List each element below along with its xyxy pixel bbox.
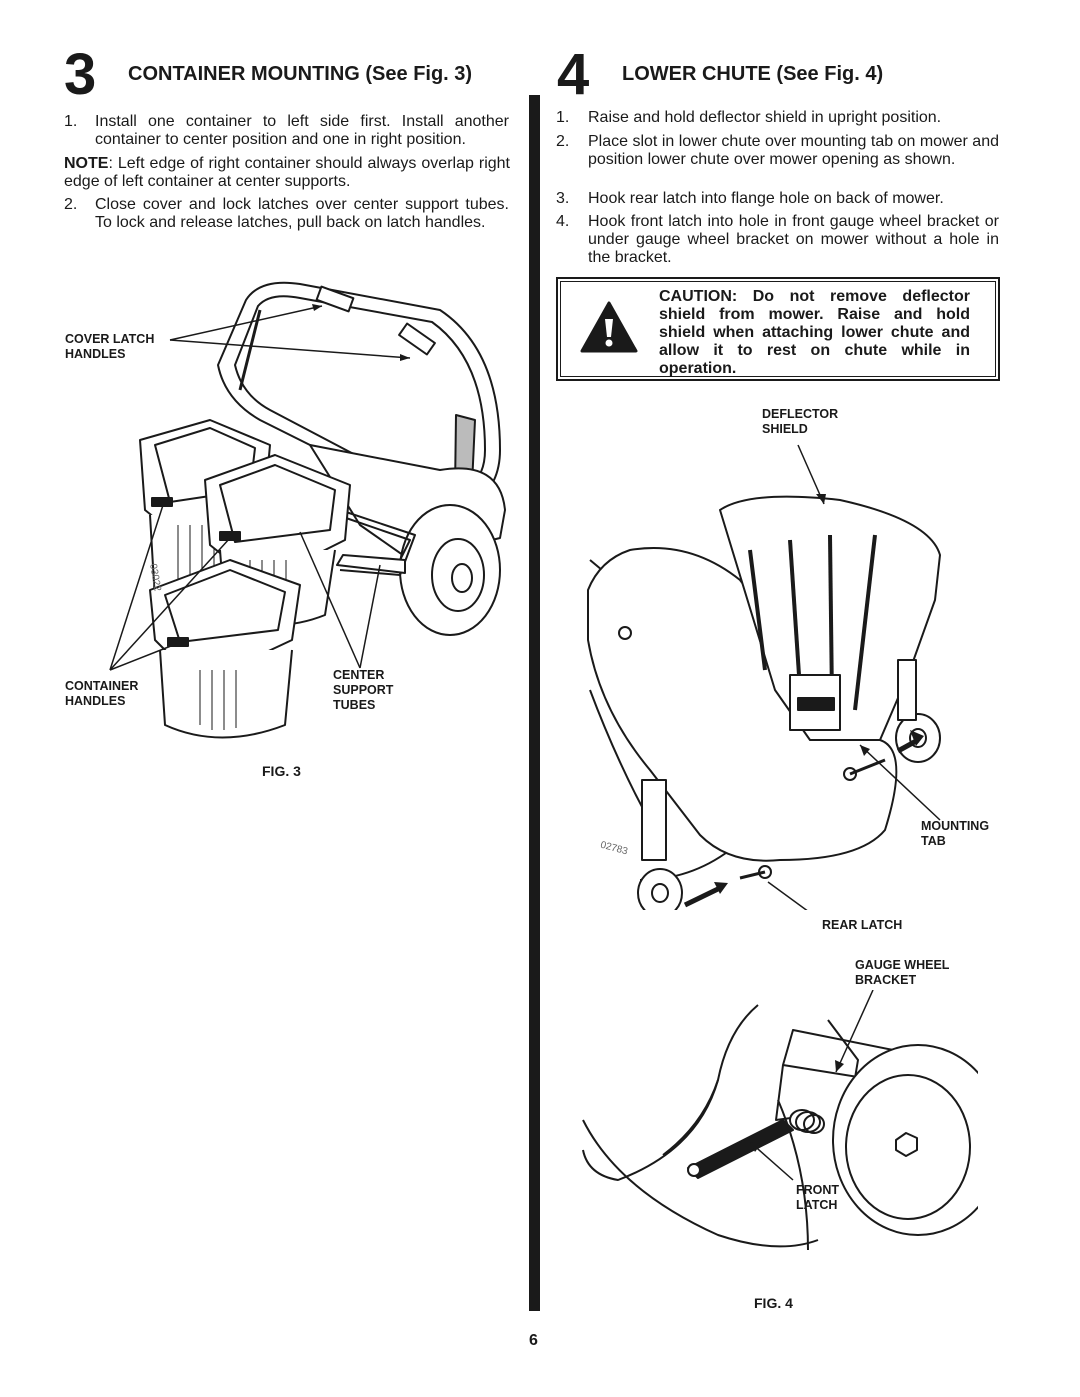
section4-number: 4 [557,42,590,107]
item-number: 1. [556,109,570,126]
section4-item-4: 4. Hook front latch into hole in front g… [556,213,999,269]
item-text: Hook rear latch into flange hole on back… [588,190,944,207]
fig3-illustration [109,281,506,739]
item-number: 2. [64,196,78,213]
section3-title: CONTAINER MOUNTING (See Fig. 3) [128,63,473,85]
fig4-gauge-wheel-label: GAUGE WHEEL BRACKET [855,958,950,987]
fig3-center-support-label: CENTER SUPPORT TUBES [333,668,394,712]
section4-item-3: 3. Hook rear latch into flange hole on b… [556,190,999,210]
section3-number: 3 [64,42,97,107]
section4-item-2: 2. Place slot in lower chute over mounti… [556,133,999,189]
fig3-container-handles-label: CONTAINER HANDLES [65,679,139,708]
item-text: Hook front latch into hole in front gaug… [588,213,999,266]
fig4-rear-latch-label: REAR LATCH [822,918,903,932]
fig4-mounting-tab-label: MOUNTING TAB [921,819,990,848]
column-divider [529,95,540,1311]
caution-box: CAUTION: Do not remove deflector shield … [556,277,1000,381]
note-label: NOTE [64,155,109,172]
fig4-deflector-label: DEFLECTOR SHIELD [762,407,839,436]
section3-note: NOTE: Left edge of right container shoul… [64,155,510,191]
item-text: Place slot in lower chute over mounting … [588,133,999,168]
fig4-caption: FIG. 4 [754,1295,793,1311]
item-text: Close cover and lock latches over center… [95,196,509,231]
fig4-front-latch-label: FRONT LATCH [796,1183,840,1212]
section4-title: LOWER CHUTE (See Fig. 4) [622,63,884,85]
fig3-caption: FIG. 3 [262,763,301,779]
item-number: 4. [556,213,570,230]
page-number: 6 [529,1332,538,1349]
note-text: : Left edge of right container should al… [64,155,510,190]
item-number: 1. [64,113,78,130]
caution-text: CAUTION: Do not remove deflector shield … [659,288,970,377]
item-number: 3. [556,190,570,207]
fig4-lower-illustration [582,990,978,1251]
item-text: Install one container to left side first… [95,113,509,148]
section3-item-2: 2. Close cover and lock latches over cen… [64,196,510,254]
warning-icon [580,301,638,353]
item-number: 2. [556,133,570,150]
item-text: Raise and hold deflector shield in uprig… [588,109,942,126]
section3-item-1: 1. Install one container to left side fi… [64,113,510,153]
fig4-upper-illustration [587,444,941,910]
section4-item-1: 1. Raise and hold deflector shield in up… [556,109,999,129]
fig3-cover-latch-label: COVER LATCH HANDLES [65,332,155,361]
